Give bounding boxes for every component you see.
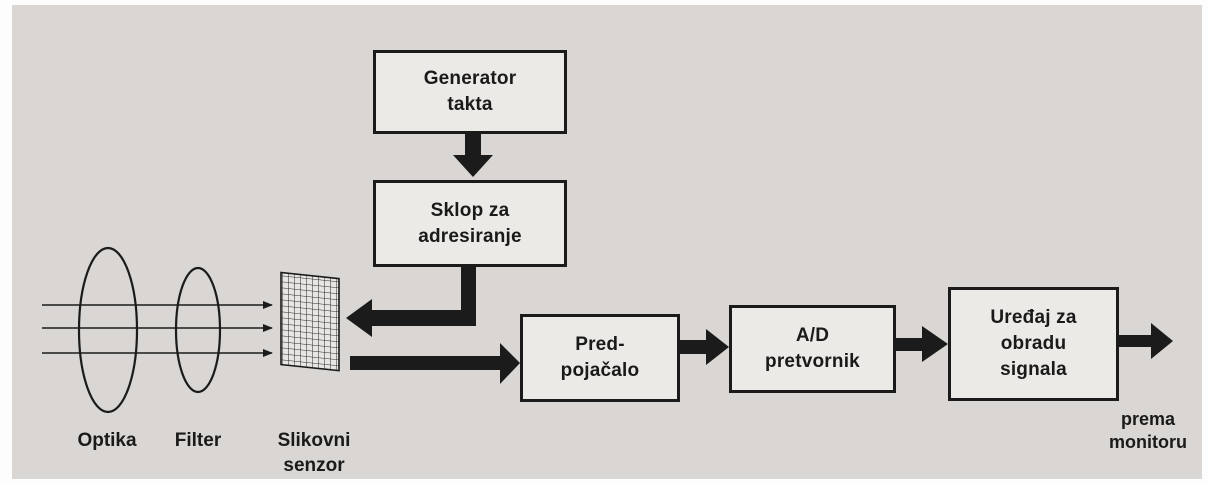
arrow-addressing-to-sensor [346,267,476,337]
addressing-circuit-block: Sklop za adresiranje [373,180,567,267]
image-sensor-label: Slikovni senzor [277,430,351,476]
to-monitor-label: prema monitoru [1109,409,1187,452]
preamplifier-label: Pred- pojačalo [560,334,640,381]
signal-arrows [346,134,1173,384]
preamplifier-block: Pred- pojačalo [520,314,680,402]
clock-generator-block: Generator takta [373,50,567,134]
optics-lens-shape [77,246,139,414]
ad-converter-block: A/D pretvornik [729,305,896,393]
image-sensor-grid [280,271,340,372]
arrow-preamplifier-to-ad [680,329,729,365]
filter-label: Filter [174,430,222,451]
signal-processor-block: Uređaj za obradu signala [948,287,1119,401]
arrow-sensor-to-preamplifier [350,343,520,384]
signal-processor-label: Uređaj za obradu signala [990,307,1077,380]
ad-converter-label: A/D pretvornik [765,325,860,372]
clock-generator-label: Generator takta [423,68,517,115]
arrow-processor-to-monitor [1119,323,1173,359]
addressing-circuit-label: Sklop za adresiranje [418,199,522,247]
filter-shape [174,266,222,394]
arrow-ad-to-processor [896,326,948,362]
light-rays [42,301,273,357]
arrow-generator-to-addressing [453,134,493,177]
optics-label: Optika [77,430,137,451]
